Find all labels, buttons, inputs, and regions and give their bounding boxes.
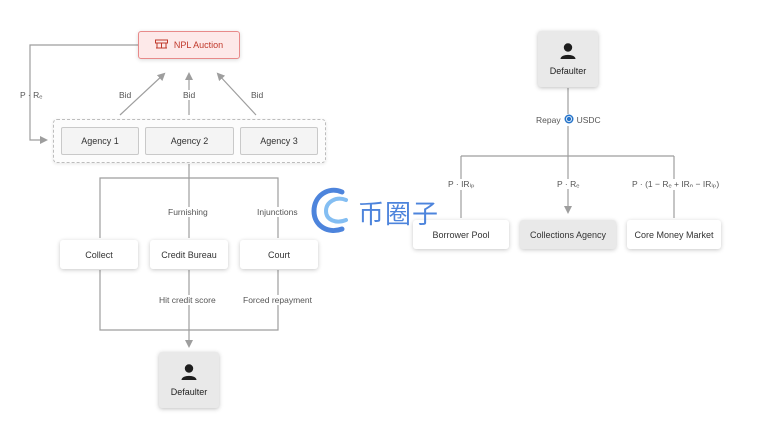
usdc-label: USDC [576, 115, 601, 125]
collections-formula: P · Rₑ [555, 179, 582, 189]
defaulter-label-right: Defaulter [549, 66, 587, 76]
watermark-text: 币圈子 [358, 199, 440, 229]
collections-agency-label: Collections Agency [529, 229, 607, 240]
watermark: 币圈子 [308, 184, 439, 241]
defaulter-node-left: Defaulter [159, 352, 219, 408]
collect-label: Collect [85, 249, 113, 260]
furnishing-label: Furnishing [166, 207, 210, 217]
borrower-pool-formula: P · IRₗₚ [446, 179, 477, 190]
watermark-logo-icon [308, 184, 354, 241]
defaulter-label-left: Defaulter [170, 387, 208, 397]
agency-2-node: Agency 2 [145, 127, 234, 155]
agency-3-node: Agency 3 [240, 127, 318, 155]
borrower-pool-node: Borrower Pool [413, 220, 509, 249]
bid-label-3: Bid [249, 90, 266, 100]
injunctions-label: Injunctions [255, 207, 300, 217]
usdc-coin-icon [564, 114, 574, 126]
court-node: Court [240, 240, 318, 269]
agency-2-label: Agency 2 [170, 136, 209, 146]
person-icon [559, 42, 577, 62]
person-icon [180, 363, 198, 383]
repay-label: Repay [536, 115, 561, 125]
collect-node: Collect [60, 240, 138, 269]
agency-1-label: Agency 1 [81, 136, 119, 146]
auction-hammer-icon [154, 39, 168, 51]
borrower-pool-label: Borrower Pool [432, 229, 490, 240]
defaulter-node-right: Defaulter [538, 31, 598, 87]
forced-repayment-label: Forced repayment [241, 295, 314, 305]
agency-3-label: Agency 3 [260, 136, 298, 146]
loop-formula-label: P · Rₑ [20, 90, 43, 100]
hit-credit-score-label: Hit credit score [157, 295, 218, 305]
repay-label-group: Repay USDC [534, 114, 603, 126]
npl-auction-node: NPL Auction [138, 31, 240, 59]
credit-bureau-node: Credit Bureau [150, 240, 228, 269]
npl-auction-label: NPL Auction [173, 40, 224, 50]
court-label: Court [267, 249, 290, 260]
credit-bureau-label: Credit Bureau [161, 249, 217, 260]
bid-label-1: Bid [117, 90, 134, 100]
core-money-market-node: Core Money Market [627, 220, 721, 249]
core-money-market-label: Core Money Market [634, 229, 714, 240]
agency-1-node: Agency 1 [61, 127, 139, 155]
bid-label-2: Bid [181, 90, 198, 100]
core-market-formula: P · (1 − Rₑ + IRₙ − IRₗₚ) [630, 179, 722, 190]
collections-agency-node: Collections Agency [520, 220, 616, 249]
